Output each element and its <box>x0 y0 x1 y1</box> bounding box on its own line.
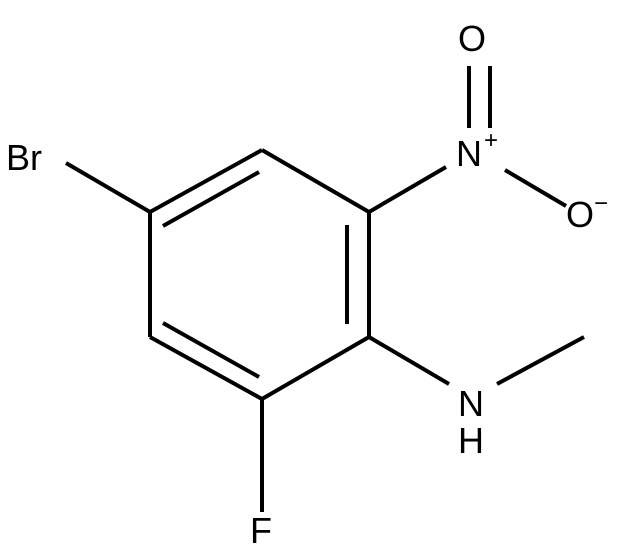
ring-bond-c1-c2-inner <box>162 170 260 228</box>
ring-bond-c1-c2 <box>149 148 263 214</box>
nitro-nitrogen-charge: + <box>484 127 498 154</box>
double-bonded-oxygen-label: O <box>458 18 486 59</box>
ring-bond-c5-c6-inner <box>162 321 260 379</box>
amine-nitrogen-label: N <box>458 383 484 424</box>
amine-hydrogen-label: H <box>458 420 484 461</box>
bond-c4-amine-n <box>367 335 451 386</box>
ring-bond-c4-c5 <box>260 335 371 401</box>
bond-c3-nitro-n <box>367 165 448 214</box>
bromine-label: Br <box>6 137 42 178</box>
oxide-charge: − <box>594 190 608 217</box>
fluorine-label: F <box>250 510 272 551</box>
bond-c1-br <box>64 161 152 214</box>
ring-bond-c5-c6 <box>149 335 263 401</box>
bond-nitro-n-o-single <box>503 168 568 208</box>
ring-bond-c2-c3 <box>260 148 371 214</box>
oxide-oxygen-label: O <box>566 194 594 235</box>
nitro-nitrogen-label: N <box>456 133 482 174</box>
bond-amine-n-methyl <box>496 335 585 386</box>
